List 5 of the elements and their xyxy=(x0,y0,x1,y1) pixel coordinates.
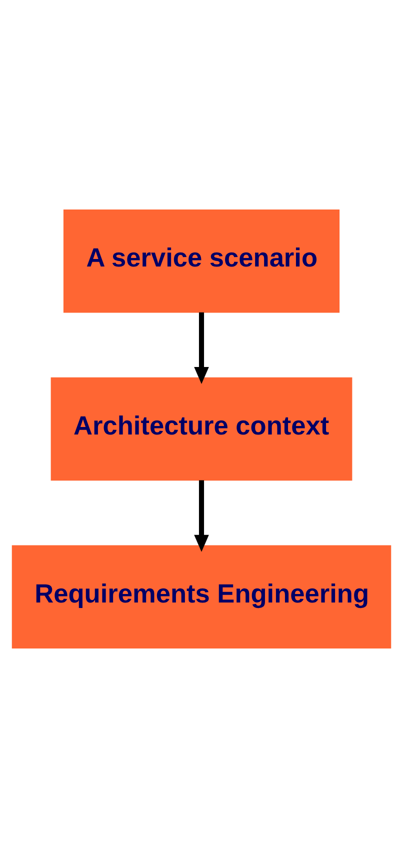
node-box: Architecture context xyxy=(50,376,352,480)
node-box: A service scenario xyxy=(63,209,340,312)
node-box: Requirements Engineering xyxy=(12,544,392,648)
arrow xyxy=(194,312,209,384)
arrow xyxy=(194,480,209,552)
